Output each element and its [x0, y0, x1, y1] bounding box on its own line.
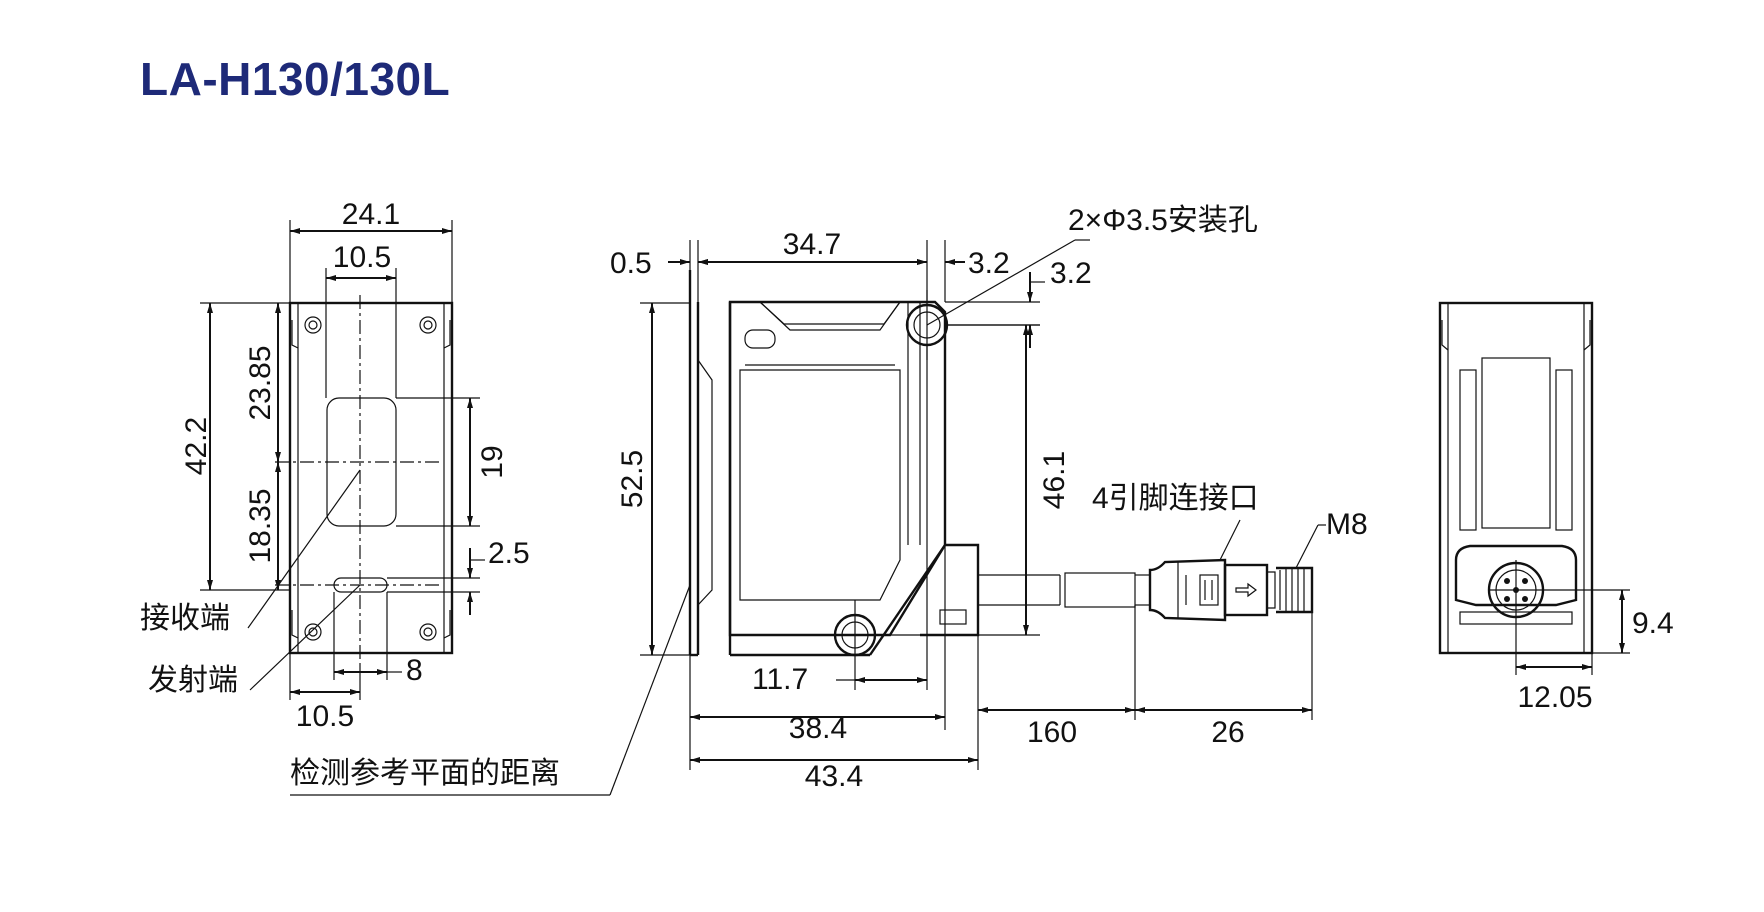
dim-window-height: 19: [476, 445, 509, 478]
front-screw-tr: [419, 316, 437, 334]
front-screw-br: [419, 623, 437, 641]
dim-emitter-left: 10.5: [296, 700, 354, 733]
dim-hole-bottom-x: 11.7: [752, 663, 808, 696]
dim-upper-to-center: 23.85: [244, 345, 277, 420]
rear-view: 9.4 12.05: [1438, 301, 1674, 714]
front-body-outline: [288, 301, 454, 655]
dim-front-offset: 0.5: [610, 247, 652, 280]
dim-front-height-total: 42.2: [180, 417, 213, 475]
dim-front-width-total: 24.1: [342, 198, 400, 231]
dim-side-height: 52.5: [616, 450, 649, 508]
dim-connector-height: 9.4: [1632, 607, 1674, 640]
front-screw-bl: [304, 623, 322, 641]
page-title: LA-H130/130L: [140, 53, 451, 105]
dim-length-total: 43.4: [805, 760, 863, 793]
dim-emitter-offset: 2.5: [488, 537, 530, 570]
reference-plane-label: 检测参考平面的距离: [290, 757, 560, 790]
mount-hole-label: 2×Φ3.5安装孔: [1068, 204, 1258, 237]
dim-hole-spacing: 46.1: [1038, 451, 1071, 509]
dim-connector-width: 12.05: [1517, 681, 1592, 714]
dim-lower-to-center: 18.35: [244, 488, 277, 563]
dim-length-top: 34.7: [783, 228, 841, 261]
m8-connector: [1148, 558, 1314, 622]
connector-label: 4引脚连接口: [1092, 482, 1259, 515]
side-body-outline: [728, 300, 947, 637]
indicator-led: [744, 329, 776, 349]
dim-hole-y: 3.2: [1050, 257, 1092, 290]
dim-length-bottom: 38.4: [789, 712, 847, 745]
arrow-icon: [1235, 582, 1257, 598]
front-screw-tl: [304, 316, 322, 334]
dim-cable-length: 160: [1027, 716, 1077, 749]
receiver-label: 接收端: [140, 602, 230, 635]
cable-dimensions: 160 26 4引脚连接口 M8: [978, 482, 1368, 749]
emitter-label: 发射端: [148, 664, 238, 697]
thread-label: M8: [1326, 508, 1368, 541]
side-view: 0.5 34.7 3.2 3.2 2×Φ3.5安装孔 52.5 46.1: [290, 204, 1314, 796]
dim-hole-x: 3.2: [968, 247, 1010, 280]
dim-emitter-width: 8: [406, 654, 423, 687]
dim-front-width-inner: 10.5: [333, 241, 391, 274]
front-view: 24.1 10.5 42.2 23.85 18.35 19 2.5 8: [140, 198, 530, 733]
dim-connector-length: 26: [1211, 716, 1244, 749]
